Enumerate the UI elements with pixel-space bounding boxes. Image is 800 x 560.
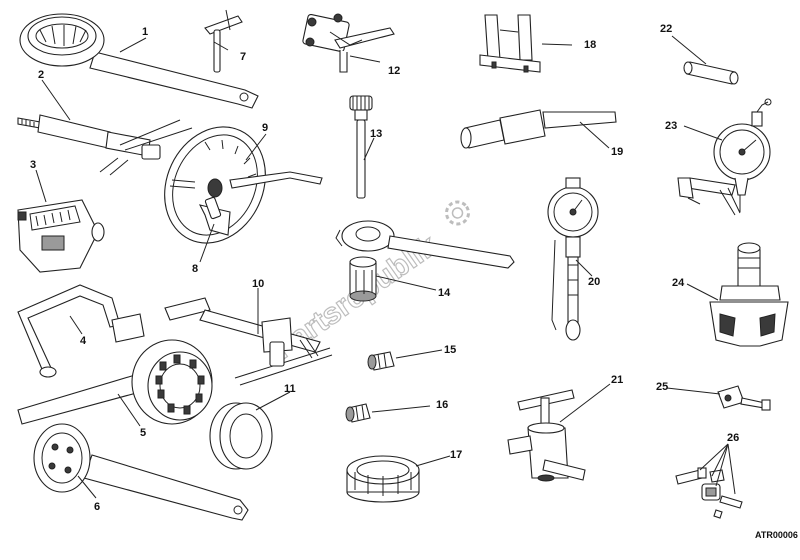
tool-1-ring-spanner [19,13,259,109]
tool-2-shaft-tool [17,114,193,176]
callout-9: 9 [262,122,268,134]
callout-10: 10 [252,278,264,290]
callout-24: 24 [672,277,685,289]
tool-6-socket-wrench [33,423,249,521]
gear-icon [444,200,470,226]
tool-24-fixture [709,242,789,347]
callout-20: 20 [588,276,600,288]
callout-11: 11 [284,383,296,395]
callout-23: 23 [665,120,677,132]
tool-22-sleeve [683,61,739,85]
callout-1: 1 [142,26,148,38]
tool-13-long-rod [349,95,373,199]
tool-18-bracket [479,14,541,73]
tool-21-t-handle-puller [507,389,586,482]
callout-6: 6 [94,501,100,513]
tool-17-socket-nut [346,455,420,503]
callout-13: 13 [370,128,382,140]
callout-5: 5 [140,427,146,439]
callout-14: 14 [438,287,451,299]
tool-26-parts-kit [675,467,743,519]
callout-19: 19 [611,146,623,158]
tool-20-bore-gauge [547,177,599,341]
callout-2: 2 [38,69,44,81]
tool-11-ring [209,402,273,470]
callout-18: 18 [584,39,596,51]
tool-5-flywheel-holder [17,339,213,425]
callout-8: 8 [192,263,198,275]
tool-5-lugs [155,354,205,415]
callout-16: 16 [436,399,448,411]
tool-3-gauge [17,199,105,273]
tool-23-dial-indicator [677,98,772,216]
callout-22: 22 [660,23,672,35]
callout-15: 15 [444,344,456,356]
tool-19-bar-tool [460,109,617,149]
callout-25: 25 [656,381,668,393]
callout-21: 21 [611,374,623,386]
tool-14-spanner-wrench [335,220,515,302]
callout-17: 17 [450,449,462,461]
callout-26: 26 [727,432,739,444]
tool-9-degree-wheel [164,126,323,244]
callout-labels: 1 2 3 4 5 6 7 8 9 10 11 12 13 14 15 16 1… [30,23,739,513]
tool-12-puller [302,13,395,73]
tool-4-bent-bar [17,284,145,378]
tool-10-adjustable-tool [164,297,333,386]
callout-3: 3 [30,159,36,171]
callout-4: 4 [80,335,87,347]
leader-lines [35,35,736,499]
tool-25-small-fitting [717,385,771,411]
callout-7: 7 [240,51,246,63]
tool-16-small-plug [345,403,371,423]
tool-15-small-plug [367,351,395,371]
drawing-code: ATR00006 [755,530,798,540]
tool-7-pin [204,9,243,73]
callout-12: 12 [388,65,400,77]
